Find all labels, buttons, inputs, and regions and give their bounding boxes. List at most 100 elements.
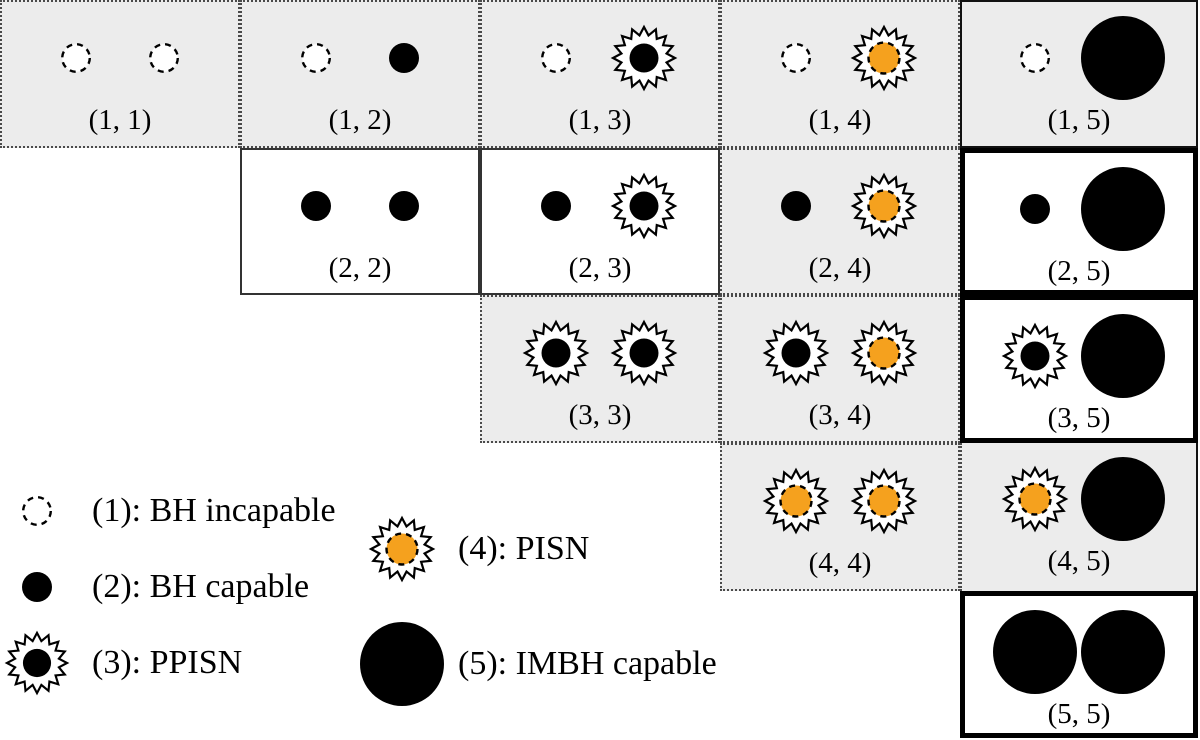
imbh-icon [1081,16,1165,100]
symbol-slot [991,192,1079,226]
bh-capable-icon [389,191,419,221]
imbh-icon [1081,610,1165,694]
pisn-icon [850,172,918,240]
legend-item-1: (1): BH incapable [4,466,336,556]
cell-symbol-pair [722,156,958,256]
bh-incapable-icon [300,42,332,74]
matrix-cell-1-1: (1, 1) [0,0,240,148]
cell-label: (2, 2) [328,252,392,284]
cell-symbol-pair [482,8,718,108]
symbol-slot [1079,456,1167,542]
matrix-cell-3-3: (3, 3) [480,295,720,443]
legend-symbol-slot [4,570,70,604]
cell-symbol-pair [482,303,718,403]
legend-item-label: (2): BH capable [92,568,310,605]
cell-label: (1, 1) [88,104,152,136]
ppisn-icon [4,630,70,696]
cell-label: (2, 4) [808,252,872,284]
symbol-slot [512,319,600,387]
matrix-cell-1-3: (1, 3) [480,0,720,148]
symbol-slot [360,41,448,75]
legend-item-label: (1): BH incapable [92,492,336,529]
symbol-slot [991,41,1079,75]
imbh-icon [1081,167,1165,251]
cell-label: (1, 4) [808,104,872,136]
symbol-slot [840,467,928,535]
legend-symbol-slot [4,629,70,697]
legend-item-3: (3): PPISN [4,618,242,708]
symbol-slot [840,319,928,387]
cell-label: (3, 4) [808,399,872,431]
cell-symbol-pair [242,156,478,256]
matrix-cell-2-5: (2, 5) [960,148,1198,295]
symbol-slot [991,465,1079,533]
legend-item-label: (3): PPISN [92,644,243,681]
symbol-slot [272,41,360,75]
pisn-icon [850,319,918,387]
pisn-icon [1001,465,1069,533]
cell-symbol-pair [482,156,718,256]
imbh-icon [360,622,444,706]
symbol-slot [752,467,840,535]
legend-item-5: (5): IMBH capable [358,619,717,709]
ppisn-icon [610,172,678,240]
symbol-slot [752,319,840,387]
symbol-slot [1079,15,1167,101]
cell-symbol-pair [722,451,958,551]
symbol-slot [600,319,688,387]
matrix-cell-4-4: (4, 4) [720,443,960,591]
matrix-cell-5-5: (5, 5) [960,591,1198,738]
bh-incapable-icon [148,42,180,74]
cell-label: (1, 5) [1047,104,1111,136]
bh-capable-icon [301,191,331,221]
cell-symbol-pair [962,8,1196,108]
imbh-icon [1081,457,1165,541]
ppisn-icon [610,319,678,387]
ppisn-icon [610,24,678,92]
bh-capable-icon [781,191,811,221]
bh-capable-icon [389,43,419,73]
symbol-slot [752,41,840,75]
cell-symbol-pair [242,8,478,108]
matrix-cell-1-2: (1, 2) [240,0,480,148]
symbol-slot [1079,166,1167,252]
pisn-icon [850,467,918,535]
cell-symbol-pair [965,306,1193,406]
symbol-slot [991,322,1079,390]
pisn-icon [762,467,830,535]
bh-incapable-icon [780,42,812,74]
bh-incapable-icon [1019,42,1051,74]
bh-incapable-icon [60,42,92,74]
cell-label: (2, 5) [1047,255,1111,287]
matrix-cell-1-4: (1, 4) [720,0,960,148]
cell-symbol-pair [722,303,958,403]
symbol-slot [1079,609,1167,695]
legend-symbol-slot [358,515,446,583]
cell-label: (1, 3) [568,104,632,136]
matrix-cell-4-5: (4, 5) [960,443,1198,591]
cell-symbol-pair [722,8,958,108]
symbol-slot [991,609,1079,695]
legend-item-label: (4): PISN [458,530,590,567]
symbol-slot [600,24,688,92]
legend-symbol-slot [4,494,70,528]
matrix-cell-2-3: (2, 3) [480,148,720,295]
bh-capable-icon [1020,194,1050,224]
cell-label: (5, 5) [1047,698,1111,730]
matrix-cell-2-2: (2, 2) [240,148,480,295]
legend-item-4: (4): PISN [358,504,589,594]
ppisn-icon [762,319,830,387]
symbol-slot [272,189,360,223]
legend-item-label: (5): IMBH capable [458,645,717,682]
matrix-cell-2-4: (2, 4) [720,148,960,295]
imbh-icon [993,610,1077,694]
bh-incapable-icon [21,495,53,527]
cell-label: (4, 4) [808,547,872,579]
symbol-slot [752,189,840,223]
bh-capable-icon [541,191,571,221]
symbol-slot [840,24,928,92]
matrix-cell-3-5: (3, 5) [960,295,1198,443]
symbol-slot [840,172,928,240]
bh-capable-icon [22,572,52,602]
